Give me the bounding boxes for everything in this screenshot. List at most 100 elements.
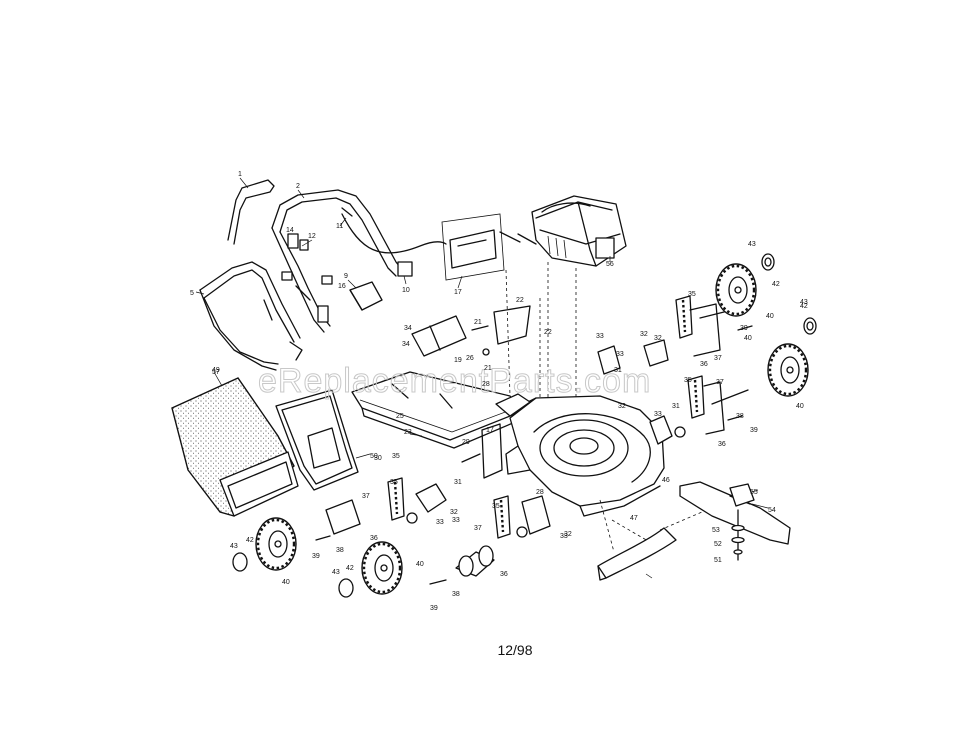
callout: 5 [190, 290, 194, 297]
svg-text:42: 42 [800, 303, 808, 310]
svg-text:36: 36 [500, 571, 508, 578]
adjuster-36-lower-right [687, 375, 725, 435]
callout: 11 [336, 223, 343, 230]
callout: 14 [286, 227, 294, 234]
svg-text:42: 42 [346, 565, 354, 572]
mower-deck [495, 393, 665, 517]
washers-33 [406, 426, 686, 538]
callout: 37 [362, 493, 370, 500]
callout: 36 [370, 535, 378, 542]
svg-text:38: 38 [736, 413, 744, 420]
callout: 21 [474, 319, 482, 326]
svg-text:43: 43 [332, 569, 340, 576]
svg-text:33: 33 [560, 533, 568, 540]
plates-32 [415, 339, 673, 535]
svg-text:31: 31 [672, 403, 680, 410]
svg-text:35: 35 [492, 503, 500, 510]
svg-text:32: 32 [618, 403, 626, 410]
svg-text:37: 37 [716, 379, 724, 386]
date-code: 12/98 [497, 642, 533, 658]
svg-text:17: 17 [486, 427, 494, 434]
callout: 32 [450, 509, 458, 516]
adjuster-assembly-center [411, 305, 531, 357]
svg-text:34: 34 [402, 341, 410, 348]
svg-text:42: 42 [772, 281, 780, 288]
callout: 30 [374, 455, 382, 462]
callout: 56 [606, 261, 614, 268]
axle-37 [325, 307, 749, 577]
wheel-40-front-right [361, 541, 403, 595]
svg-text:35: 35 [392, 453, 400, 460]
callout: 49 [212, 367, 220, 374]
svg-text:33: 33 [616, 351, 624, 358]
handle-hardware [263, 207, 413, 361]
svg-text:36: 36 [718, 441, 726, 448]
callout-labels-repeat: 22 21 28 34 35 35 35 35 36 36 36 37 37 3… [332, 241, 808, 612]
callout: 28 [482, 381, 490, 388]
svg-text:40: 40 [766, 313, 774, 320]
blade-bolt-stack [731, 509, 745, 561]
callout: 38 [336, 547, 344, 554]
callout: 19 [454, 357, 462, 364]
grass-bag-57 [171, 377, 299, 517]
callout: 22 [516, 297, 524, 304]
callout: 33 [436, 519, 444, 526]
callout: 53 [712, 527, 720, 534]
lower-handle [199, 261, 301, 371]
callout: 29 [462, 439, 470, 446]
bag-frame-49 [275, 389, 359, 491]
callout: 35 [390, 479, 398, 486]
svg-text:39: 39 [430, 605, 438, 612]
leader-lines [195, 177, 769, 579]
callout: 31 [454, 479, 462, 486]
svg-text:28: 28 [536, 489, 544, 496]
adjuster-36-upper-right [675, 295, 721, 357]
svg-text:40: 40 [744, 335, 752, 342]
svg-text:38: 38 [452, 591, 460, 598]
callout: 25 [396, 413, 404, 420]
svg-text:35: 35 [688, 291, 696, 298]
callout: 51 [714, 557, 722, 564]
callout: 16 [338, 283, 346, 290]
svg-text:32: 32 [564, 531, 572, 538]
callout: 57 [212, 369, 220, 376]
svg-text:22: 22 [544, 329, 552, 336]
rear-door-bracket [461, 423, 503, 479]
callout: 2 [296, 183, 300, 190]
engine-56 [517, 195, 627, 267]
adapter-55 [729, 483, 755, 507]
svg-text:37: 37 [714, 355, 722, 362]
callout: 9 [344, 273, 348, 280]
wheel-40-front-left [255, 517, 297, 571]
callout-labels: 1 2 5 9 10 11 12 14 16 17 19 21 22 23 25… [190, 171, 776, 586]
svg-text:21: 21 [484, 365, 492, 372]
svg-text:32: 32 [640, 331, 648, 338]
svg-text:39: 39 [740, 325, 748, 332]
callout: 42 [246, 537, 254, 544]
svg-text:36: 36 [700, 361, 708, 368]
watermark: eReplacementParts.com [258, 362, 651, 400]
callout: 52 [714, 541, 722, 548]
adjuster-36-mid [493, 495, 511, 539]
svg-text:32: 32 [654, 335, 662, 342]
callout: 1 [238, 171, 242, 178]
wheel-40-rear-lower [767, 343, 809, 397]
callout: 10 [402, 287, 410, 294]
callout: 23 [404, 429, 412, 436]
svg-text:33: 33 [452, 517, 460, 524]
upper-handle [227, 179, 405, 333]
wheel-bolts-39-38 [315, 325, 753, 585]
control-box-9 [349, 281, 383, 311]
callout: 54 [768, 507, 776, 514]
baffle-50 [597, 527, 677, 581]
callout: 12 [308, 233, 316, 240]
svg-text:43: 43 [800, 299, 808, 306]
callout: 47 [630, 515, 638, 522]
svg-text:35: 35 [684, 377, 692, 384]
callout: 46 [662, 477, 670, 484]
control-cable [341, 213, 447, 254]
bracket-17 [441, 213, 521, 281]
svg-text:39: 39 [750, 427, 758, 434]
callout: 40 [282, 579, 290, 586]
